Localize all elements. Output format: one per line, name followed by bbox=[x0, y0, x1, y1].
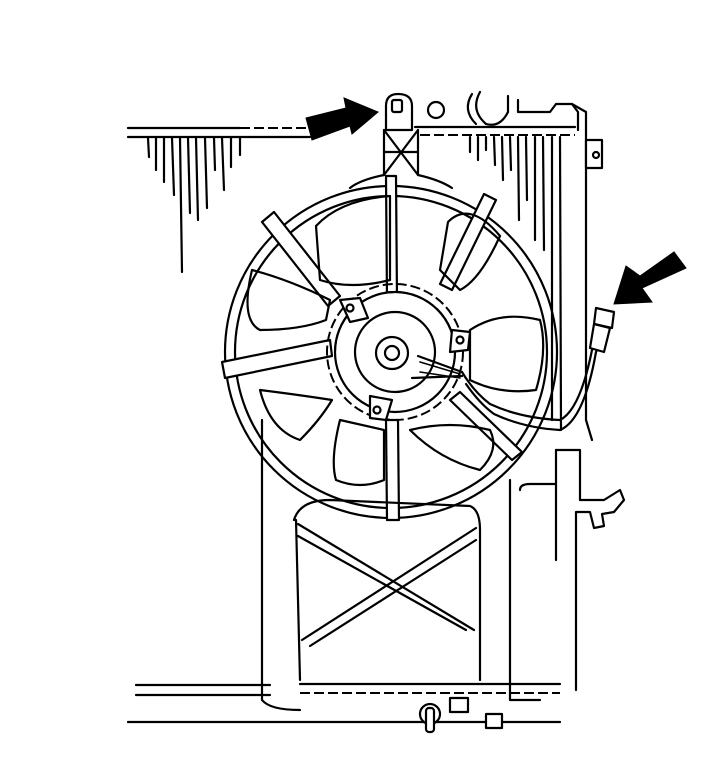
electrical-connector bbox=[588, 306, 616, 354]
wiring-harness bbox=[410, 328, 608, 432]
radiator-filler-neck bbox=[426, 90, 580, 132]
radiator-drain-plug bbox=[418, 702, 442, 734]
fan-blades bbox=[246, 194, 545, 487]
radiator-bottom-rail bbox=[126, 682, 562, 730]
radiator-top-rail bbox=[126, 125, 577, 139]
radiator-side-tank bbox=[570, 102, 604, 442]
lower-shroud bbox=[260, 418, 558, 712]
lower-right-bracket bbox=[554, 448, 626, 692]
arrow-electrical-connector bbox=[613, 251, 687, 305]
motor-mount-tabs bbox=[338, 296, 472, 422]
upper-mounting-tab bbox=[348, 92, 454, 190]
arrow-mounting-bolt bbox=[305, 97, 379, 141]
radiator-fins-left bbox=[146, 136, 242, 274]
radiator-fins-right bbox=[468, 135, 563, 432]
